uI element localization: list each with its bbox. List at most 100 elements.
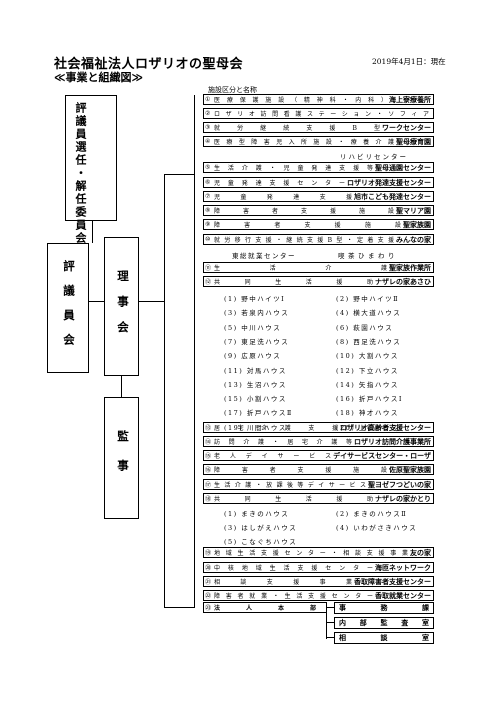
group-home-item: (17) 折戸ハウスⅡ <box>224 409 293 418</box>
connector-hq-tick-3 <box>326 637 334 638</box>
group-home-item: (3) 若泉内ハウス <box>224 309 290 318</box>
facility-name: ロザリオ高齢者支援センター <box>340 423 431 432</box>
group-home-item: (3) はしがえハウス <box>224 524 298 532</box>
facility-number: ⑬ <box>205 425 212 432</box>
group-home-item: (18) 神才ハウス <box>336 409 399 418</box>
facility-number: ㉓ <box>205 605 212 612</box>
facility-type: 法人本部 <box>214 605 322 612</box>
hq-unit-box: 内部監査室 <box>334 617 434 629</box>
hq-unit-box: 事務課 <box>334 602 434 614</box>
facility-number: ⑯ <box>205 467 212 474</box>
facility-number: ⑨ <box>205 221 211 228</box>
facility-number: ㉒ <box>205 593 212 600</box>
selection-committee-box: 評議員選任・解任委員会 <box>65 95 117 245</box>
facility-name: 聖家族作業所 <box>389 263 431 272</box>
facility-type: 居宅介護支援 <box>214 425 338 432</box>
board-label: 理事会 <box>116 270 130 347</box>
facility-number: ⑳ <box>205 565 212 572</box>
group-home-item: (15) 小割ハウス <box>224 395 287 404</box>
facility-type: 相談支援事業 <box>214 579 352 586</box>
facility-name: ロザリオ発達支援センター <box>347 178 431 187</box>
group-home-item: (9) 広原ハウス <box>224 352 282 361</box>
group-home-item: (5) 中川ハウス <box>224 323 282 332</box>
facility-name: ナザレの家あさひ <box>375 277 431 286</box>
group-home-item: (4) 横大道ハウス <box>336 309 402 318</box>
group-home-item: (19) 川間ハウス <box>224 423 287 432</box>
facility-name: 聖母通園センター <box>375 163 431 172</box>
facility-type: 生活介護・児童発達支援等 <box>214 165 373 172</box>
rehab-note: リハビリセンター <box>340 153 408 161</box>
facility-type: 医療型障害児入所施設・療養介護 <box>214 139 394 146</box>
facility-name: 香取障害者支援センター <box>354 577 431 586</box>
facility-number: ⑮ <box>205 453 212 460</box>
facility-type: 生活介護・放課後等デイサービス <box>214 482 366 489</box>
council-label: 評議員会 <box>62 260 76 358</box>
facility-name: 聖ヨゼフつどいの家 <box>368 480 431 489</box>
facility-number: ⑤ <box>205 164 211 171</box>
facility-name: 海匝ネットワーク <box>375 563 431 572</box>
trunk-vertical <box>164 174 165 608</box>
facility-type: 障害者支援施設 <box>214 222 401 229</box>
facility-number: ① <box>205 96 211 103</box>
group-home-item: (1) まきのハウス <box>224 510 290 518</box>
hq-unit-box: 相談室 <box>334 632 434 644</box>
group-home-item: (12) 下立ハウス <box>336 366 399 375</box>
facility-type: 障害者支援施設 <box>214 467 387 474</box>
auditor-box: 監事 <box>104 397 139 519</box>
group-home-item: (6) 萩園ハウス <box>336 323 394 332</box>
facility-number: ⑫ <box>205 279 212 286</box>
group-home-item: (20) 上宿ハウス <box>336 423 399 432</box>
facility-type: 障害者支援施設 <box>214 208 394 215</box>
group-home-item: (8) 西足洗ハウス <box>336 337 402 346</box>
connector-selection-council <box>92 220 93 243</box>
facility-number: ⑭ <box>205 439 212 446</box>
facility-number: ⑦ <box>205 193 211 200</box>
facility-name: みんなの家 <box>396 235 431 244</box>
facility-type: 共同生活援助 <box>214 279 373 286</box>
facility-type: 就労継続支援B型 <box>214 125 380 132</box>
group-home-item: (5) こなぐちハウス <box>224 538 298 546</box>
column-header: 施設区分と名称 <box>208 86 257 94</box>
connector-council-board <box>89 301 105 302</box>
facility-number: ⑰ <box>205 482 212 489</box>
facility-type: 医療保護施設（精神科・内科） <box>214 97 387 104</box>
group-home-item: (14) 矢指ハウス <box>336 380 399 389</box>
facility-type: 地域生活支援センター・相談支援事業 <box>214 550 408 557</box>
facility-type: 児童発達支援 <box>214 194 352 201</box>
selection-committee-label: 評議員選任・解任委員会 <box>74 102 87 245</box>
group-home-item: (11) 対馬ハウス <box>224 366 287 375</box>
group-home-item: (1) 野中ハイツⅠ <box>224 295 286 303</box>
group-home-item: (7) 東足洗ハウス <box>224 337 290 346</box>
facility-name: ロザリオ訪問介護事業所 <box>354 437 431 446</box>
facility-number: ⑲ <box>205 550 212 557</box>
facility-number: ⑧ <box>205 207 211 214</box>
page-title: 社会福祉法人ロザリオの聖母会 <box>54 57 244 72</box>
facility-type: 障害者就業・生活支援センター <box>214 593 373 600</box>
facility-name: 友の家 <box>410 548 431 557</box>
cafe-right-note: 喫茶ひまわり <box>338 252 398 260</box>
facility-number: ⑥ <box>205 179 211 186</box>
group-home-item: (10) 大割ハウス <box>336 352 399 361</box>
facility-type: 中核地域生活支援センター <box>214 565 373 572</box>
facility-number: ㉑ <box>205 579 212 586</box>
facility-number: ⑩ <box>205 236 211 243</box>
connector-board-auditor <box>121 375 122 397</box>
